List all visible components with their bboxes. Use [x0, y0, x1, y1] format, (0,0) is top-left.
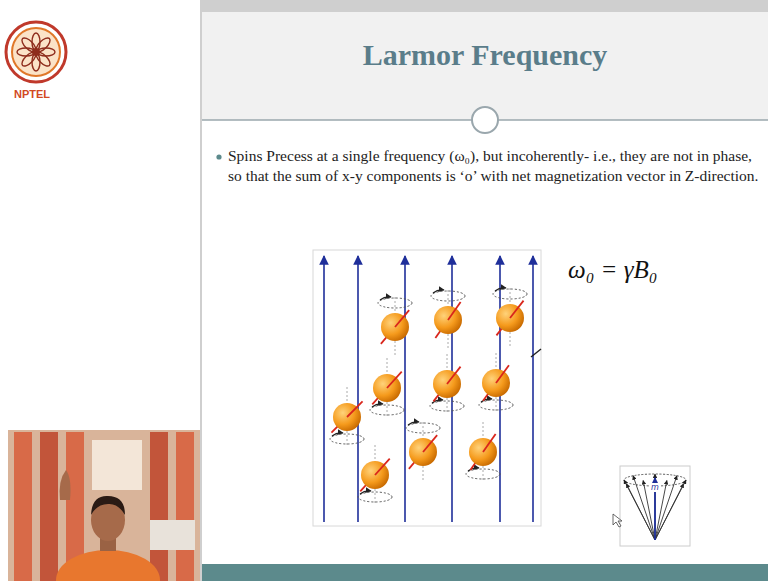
- field-line: [532, 256, 534, 522]
- logo-ring: [6, 22, 66, 82]
- logo-ring: [12, 28, 60, 76]
- spin-axis: [496, 365, 509, 383]
- presenter-hand: [60, 470, 71, 500]
- logo-center: [32, 48, 40, 56]
- precession-orbit: [330, 434, 364, 444]
- presenter-video: [8, 430, 200, 581]
- orbit-arrow: [372, 404, 383, 407]
- spin-axis: [483, 434, 496, 452]
- logo-caption: NPTEL: [14, 88, 50, 100]
- spin-axis: [347, 401, 363, 417]
- cone-frame: [620, 466, 690, 546]
- precession-orbit: [479, 400, 513, 410]
- text-slot: m: [650, 483, 660, 492]
- field-line: [404, 256, 406, 522]
- slide-background: [202, 12, 768, 564]
- orbit-arrow: [332, 433, 343, 436]
- precession-orbit: [378, 298, 412, 308]
- field-line: [357, 256, 359, 522]
- orbit-arrow: [495, 288, 506, 291]
- presenter-hair: [91, 496, 125, 515]
- net-magnetization-cone: [620, 466, 690, 546]
- curtain-fold: [150, 432, 168, 581]
- orbit-arrow: [380, 297, 391, 300]
- curtain-fold: [40, 432, 58, 581]
- precession-orbit: [358, 492, 392, 502]
- curtain-fold: [176, 432, 194, 581]
- window-light: [92, 440, 142, 490]
- vector-label: m: [650, 483, 660, 492]
- larmor-equation: ω₀ = γB₀: [568, 256, 658, 284]
- title-band: [202, 12, 768, 120]
- precession-orbit: [430, 401, 464, 411]
- spin-axis: [423, 435, 437, 452]
- spin-axis: [395, 310, 409, 327]
- spin-axis: [448, 302, 461, 320]
- text-slot: Larmor Frequency: [363, 38, 608, 72]
- spin-illustration: [313, 250, 541, 526]
- precession-orbit: [493, 289, 527, 299]
- illustration-frame: [313, 250, 541, 526]
- slide-title: Larmor Frequency: [363, 38, 608, 72]
- bullet-text: Spins Precess at a single frequency (ω₀)…: [228, 146, 760, 186]
- orbit-arrow: [360, 491, 371, 494]
- precession-orbit: [431, 291, 465, 301]
- presenter-body: [56, 550, 160, 581]
- orbit-arrow: [468, 468, 479, 471]
- mouse-cursor: [613, 514, 622, 527]
- wall-unit: [150, 520, 195, 550]
- spin-vector: [626, 484, 655, 540]
- precession-orbit: [406, 423, 440, 433]
- orbit-arrow: [433, 290, 444, 293]
- left-panel: [0, 0, 200, 581]
- text-slot: Spins Precess at a single frequency (ω₀)…: [228, 146, 760, 186]
- pointer-mark: [531, 349, 541, 357]
- text-slot: NPTEL: [14, 88, 50, 100]
- bullet-dot: [216, 154, 221, 159]
- curtain-fold: [14, 432, 32, 581]
- orbit-arrow: [408, 422, 419, 425]
- spin-axis: [375, 459, 390, 475]
- spin-axis: [510, 301, 524, 318]
- text-slot: ω₀ = γB₀: [568, 256, 658, 284]
- field-line: [323, 256, 325, 522]
- spin-axis: [447, 367, 461, 384]
- footer-band: [202, 564, 768, 581]
- spin-axis: [387, 372, 402, 388]
- title-ornament: [472, 107, 498, 133]
- precession-orbit: [370, 405, 404, 415]
- nptel-logo: [6, 22, 66, 82]
